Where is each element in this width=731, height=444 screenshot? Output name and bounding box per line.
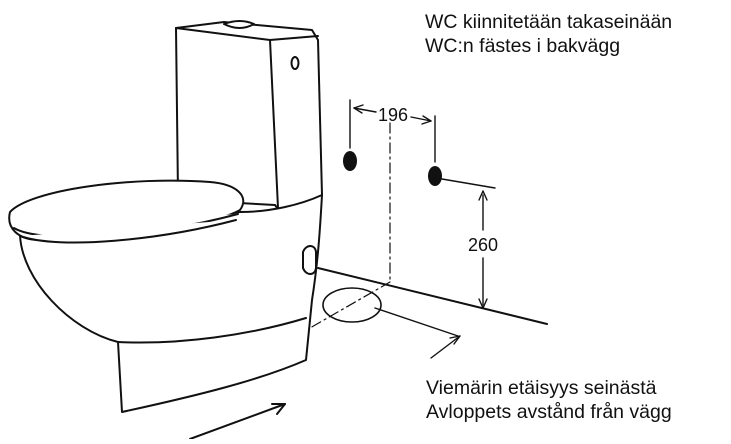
drain-distance-leader bbox=[374, 307, 461, 359]
drain-distance-caption: Viemärin etäisyys seinästä Avloppets avs… bbox=[426, 376, 672, 424]
drain-outlet bbox=[322, 287, 382, 323]
dimension-260 bbox=[441, 178, 496, 309]
wall-bolt-left bbox=[343, 151, 357, 171]
caption-line-swedish: WC:n fästes i bakvägg bbox=[425, 35, 621, 57]
toilet-seat bbox=[8, 179, 245, 244]
floor-direction-arrow bbox=[189, 403, 286, 440]
wall-fixing-caption: WC kiinnitetään takaseinään WC:n fästes … bbox=[425, 10, 672, 58]
dim-label-196: 196 bbox=[378, 105, 408, 125]
toilet-bowl bbox=[19, 194, 323, 413]
dimension-196 bbox=[349, 99, 436, 163]
caption-line-finnish: Viemärin etäisyys seinästä bbox=[426, 377, 657, 399]
centre-line bbox=[309, 122, 391, 329]
caption-line-swedish: Avloppets avstånd från vägg bbox=[426, 401, 672, 423]
dim-label-260: 260 bbox=[468, 235, 498, 255]
caption-line-finnish: WC kiinnitetään takaseinään bbox=[425, 11, 673, 33]
wall-floor-line bbox=[317, 267, 548, 325]
wall-bolt-right bbox=[428, 166, 442, 186]
flush-button-icon bbox=[290, 56, 300, 70]
